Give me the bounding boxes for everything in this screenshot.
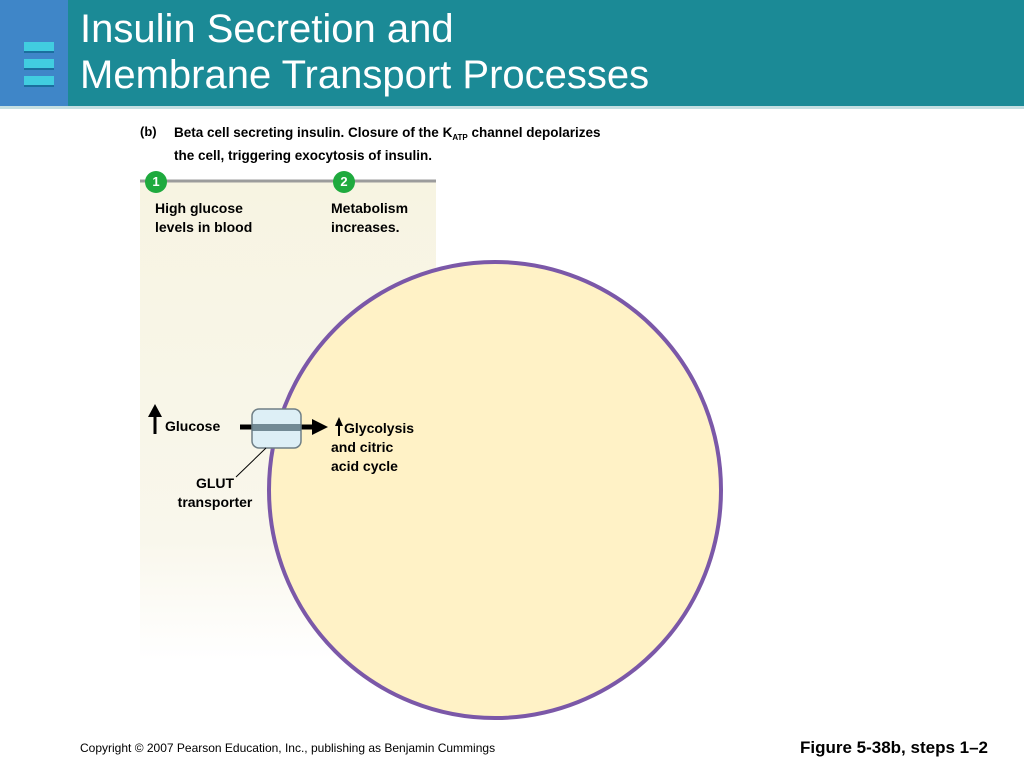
title-rule	[0, 106, 1024, 109]
step-1-line1: High glucose	[155, 200, 243, 216]
caption-text-part1: Beta cell secreting insulin. Closure of …	[174, 125, 453, 140]
decorative-bar	[24, 59, 54, 70]
step-2-badge: 2	[333, 171, 355, 193]
slide-title: Insulin Secretion and Membrane Transport…	[80, 6, 980, 98]
glycolysis-increase-arrowhead	[335, 417, 343, 426]
decorative-bar	[24, 42, 54, 53]
glut-label-line1: GLUT	[195, 475, 235, 491]
copyright-notice: Copyright © 2007 Pearson Education, Inc.…	[80, 741, 496, 755]
decorative-bar	[24, 76, 54, 87]
step-1-badge: 1	[145, 171, 167, 193]
step-1-label: High glucose levels in blood	[155, 199, 252, 237]
figure-part-label: (b)	[140, 124, 157, 139]
figure-reference: Figure 5-38b, steps 1–2	[799, 738, 988, 757]
step-1-line2: levels in blood	[155, 219, 253, 235]
glucose-transport-arrowhead	[312, 419, 328, 435]
step-2-label: Metabolism increases.	[331, 199, 408, 237]
glut-label-line2: transporter	[177, 494, 253, 510]
glucose-increase-arrowhead	[148, 404, 162, 417]
step-2-line1: Metabolism	[331, 200, 409, 216]
caption-subscript: ATP	[452, 133, 468, 142]
caption-text-part2: channel depolarizes the cell, triggering…	[174, 125, 601, 163]
figure-caption: Beta cell secreting insulin. Closure of …	[174, 124, 614, 165]
glut-leader-line	[235, 447, 267, 478]
beta-cell	[267, 260, 723, 720]
glycolysis-label: Glycolysis and citric acid cycle	[331, 419, 414, 476]
glycolysis-label-line2: and citric	[331, 439, 394, 455]
glut-label: GLUT transporter	[165, 474, 265, 512]
step-2-line2: increases.	[331, 219, 400, 235]
slide-title-line1: Insulin Secretion and	[80, 7, 454, 51]
header-accent-block	[0, 0, 68, 106]
glut-channel-band	[252, 424, 301, 431]
title-bar	[0, 0, 1024, 106]
glycolysis-label-line3: acid cycle	[331, 458, 398, 474]
slide-title-line2: Membrane Transport Processes	[80, 53, 650, 97]
glucose-label: Glucose	[165, 418, 221, 434]
glycolysis-label-line1: Glycolysis	[344, 420, 415, 436]
